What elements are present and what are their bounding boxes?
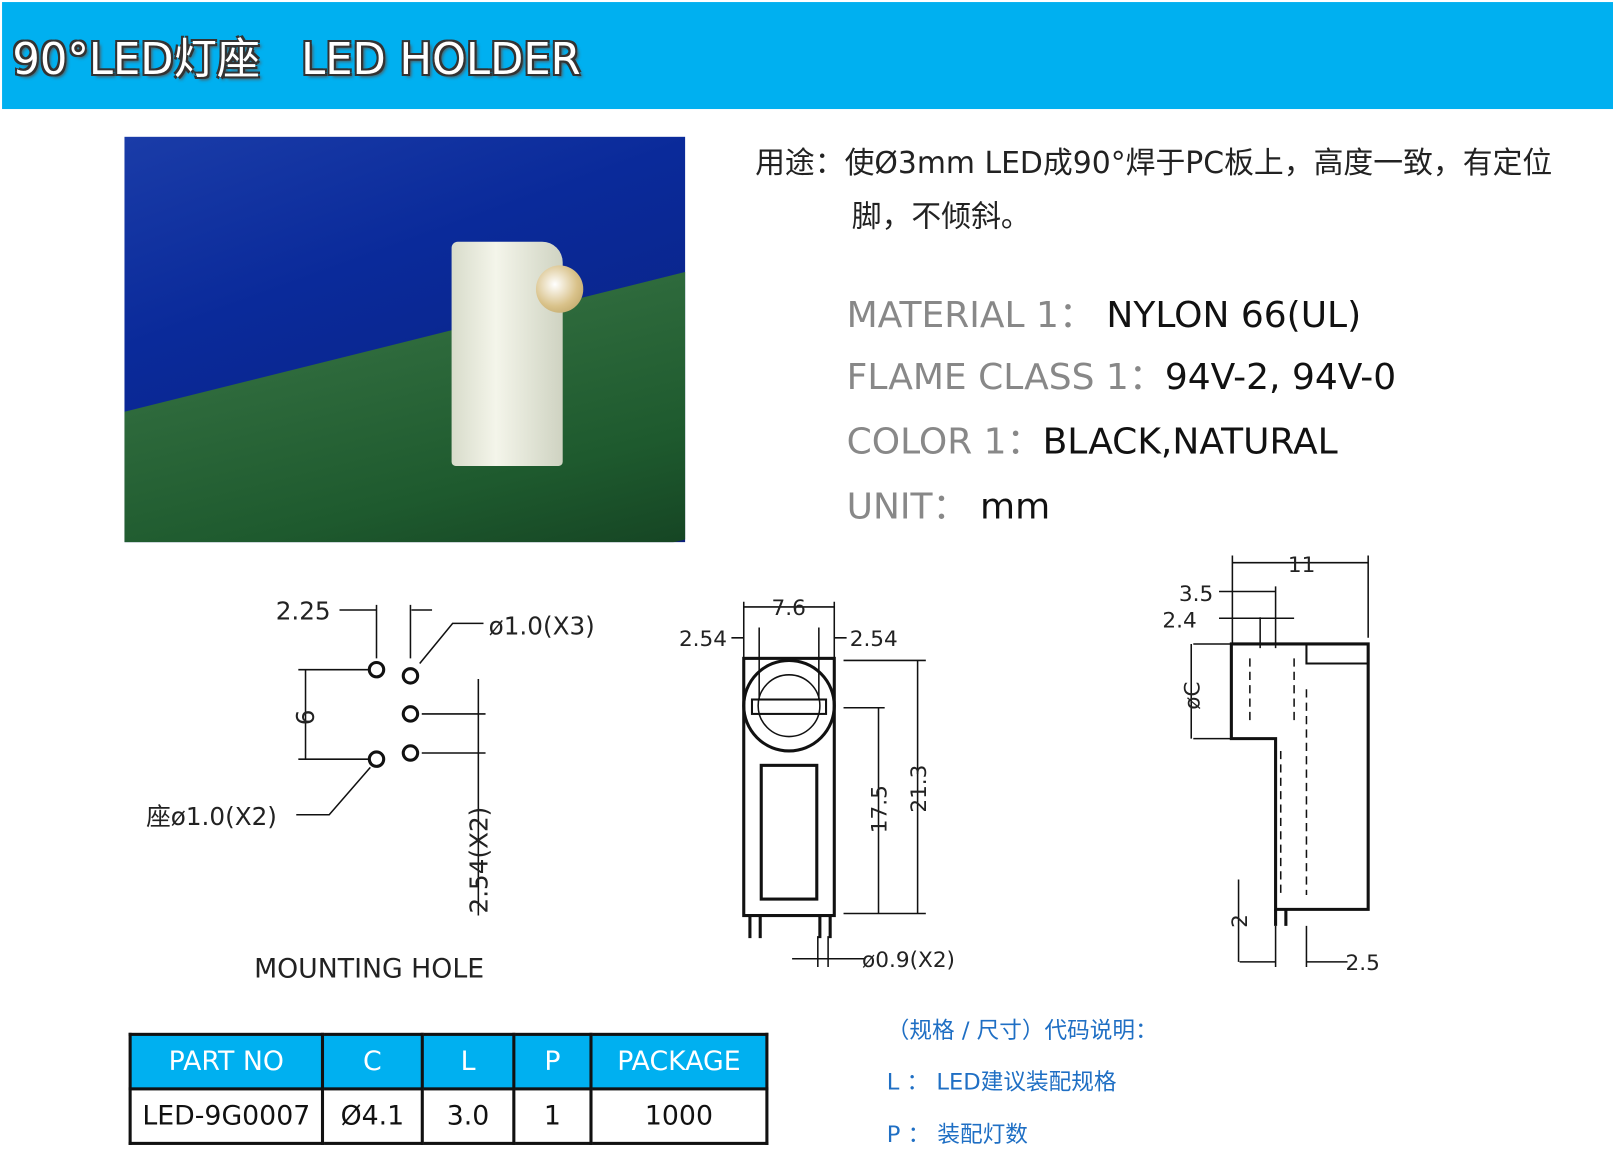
spec-unit: UNIT： mm (846, 486, 1051, 528)
spec-color: COLOR 1：BLACK,NATURAL (846, 421, 1338, 463)
cell-c: Ø4.1 (320, 1087, 424, 1145)
dim-17-5: 17.5 (868, 785, 893, 833)
code-legend-title: （规格 / 尺寸）代码说明： (886, 1018, 1158, 1045)
code-legend-p: P ： 装配灯数 (886, 1122, 1028, 1149)
product-photo (124, 136, 686, 543)
dim-2-4: 2.4 (1162, 609, 1196, 634)
usage-line: 脚，不倾斜。 (851, 198, 1031, 234)
col-l: L (420, 1032, 516, 1091)
spec-material: MATERIAL 1： NYLON 66(UL) (846, 295, 1362, 337)
dim-2-54-right: 2.54 (850, 627, 898, 652)
usage-description: 用途：使Ø3mm LED成90°焊于PC板上，高度一致，有定位 脚，不倾斜。 (755, 136, 1599, 243)
dim-2-25: 2.25 (276, 596, 331, 625)
code-legend-l: L ： LED建议装配规格 (886, 1069, 1117, 1096)
part-table: PART NO C L P PACKAGE LED-9G0007 Ø4.1 3.… (128, 1032, 769, 1145)
col-part-no: PART NO (128, 1032, 325, 1091)
led-image (535, 265, 584, 313)
dim-11: 11 (1288, 553, 1315, 578)
cell-package: 1000 (589, 1087, 769, 1145)
dim-2-54: 2.54(X2) (465, 807, 494, 914)
dim-3-5: 3.5 (1179, 582, 1213, 607)
table-row: LED-9G0007 Ø4.1 3.0 1 1000 (128, 1087, 769, 1145)
header-bar: 90°LED灯座 LED HOLDER (2, 2, 1613, 110)
cell-l: 3.0 (420, 1087, 516, 1145)
hole-x2-label: 座ø1.0(X2) (146, 802, 277, 831)
col-p: P (512, 1032, 593, 1091)
cell-p: 1 (512, 1087, 593, 1145)
pin-diameter-label: ø0.9(X2) (862, 948, 955, 973)
cell-part-no: LED-9G0007 (128, 1087, 325, 1145)
dim-2-54-left: 2.54 (679, 627, 727, 652)
usage-line: 用途：使Ø3mm LED成90°焊于PC板上，高度一致，有定位 (755, 145, 1553, 181)
hole-x3-label: ø1.0(X3) (489, 612, 595, 641)
side-view-drawing (1190, 555, 1370, 967)
col-c: C (320, 1032, 424, 1091)
mounting-hole-label: MOUNTING HOLE (254, 953, 484, 984)
dim-7-6: 7.6 (772, 596, 806, 621)
dim-diameter-c: øC (1180, 682, 1205, 710)
dim-2-5: 2.5 (1346, 951, 1380, 976)
dim-21-3: 21.3 (907, 765, 932, 813)
mounting-hole-drawing (296, 604, 486, 916)
spec-flame-class: FLAME CLASS 1：94V-2, 94V-0 (846, 356, 1397, 399)
col-package: PACKAGE (589, 1032, 769, 1091)
dim-6: 6 (291, 710, 320, 726)
page-title: 90°LED灯座 LED HOLDER (12, 33, 581, 85)
table-header-row: PART NO C L P PACKAGE (128, 1032, 769, 1091)
technical-drawings: 2.25 ø1.0(X3) 6 座ø1.0(X2) 2.54(X2) MOUNT… (146, 553, 1380, 984)
front-view-drawing (731, 601, 926, 967)
dim-2: 2 (1228, 914, 1253, 928)
